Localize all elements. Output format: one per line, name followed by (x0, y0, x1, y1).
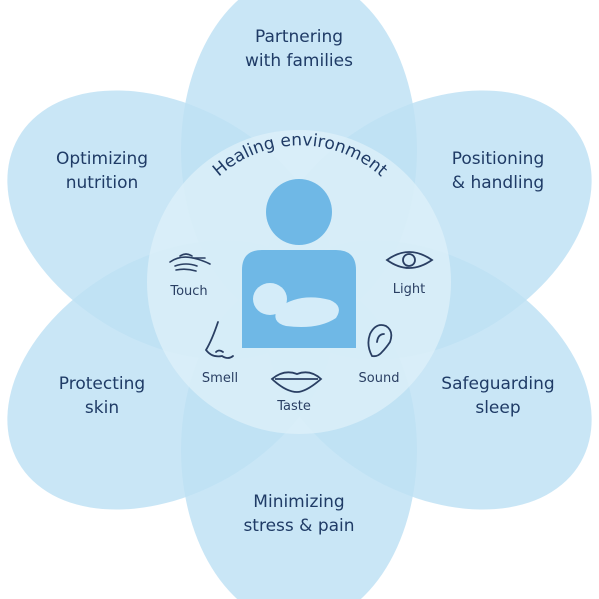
sense-label-smell: Smell (201, 371, 239, 386)
petal-label-line: Minimizing (253, 492, 345, 512)
petal-label-line: Protecting (58, 374, 146, 394)
eye-icon (385, 251, 434, 269)
petal-label-nutrition: Optimizing nutrition (22, 147, 182, 195)
ear-icon (367, 324, 393, 358)
nose-icon (204, 321, 234, 359)
petal-label-line: & handling (451, 173, 545, 193)
sense-label-touch: Touch (170, 284, 208, 299)
petal-label-positioning: Positioning & handling (418, 147, 578, 195)
petal-label-sleep: Safeguarding sleep (418, 372, 578, 420)
baby-head (253, 283, 287, 315)
petal-label-line: stress & pain (243, 516, 355, 536)
petal-label-line: skin (84, 398, 120, 418)
sense-label-light: Light (392, 282, 426, 297)
parent-head (266, 179, 332, 245)
petal-label-stress: Minimizing stress & pain (219, 490, 379, 538)
petal-label-skin: Protecting skin (22, 372, 182, 420)
petal-label-line: Optimizing (55, 149, 149, 169)
petal-label-line: Positioning (451, 149, 545, 169)
sense-label-sound: Sound (358, 371, 400, 386)
petal-label-partnering: Partnering with families (219, 25, 379, 73)
sense-label-taste: Taste (277, 399, 311, 414)
lips-icon (270, 371, 323, 393)
hand-icon (169, 253, 211, 272)
petal-label-line: Safeguarding (441, 374, 555, 394)
petal-label-line: nutrition (65, 173, 139, 193)
petal-label-line: with families (245, 51, 353, 71)
baby-body (275, 297, 339, 327)
petal-label-line: sleep (475, 398, 521, 418)
petal-label-line: Partnering (254, 27, 344, 47)
parent-with-baby-icon (242, 179, 356, 348)
